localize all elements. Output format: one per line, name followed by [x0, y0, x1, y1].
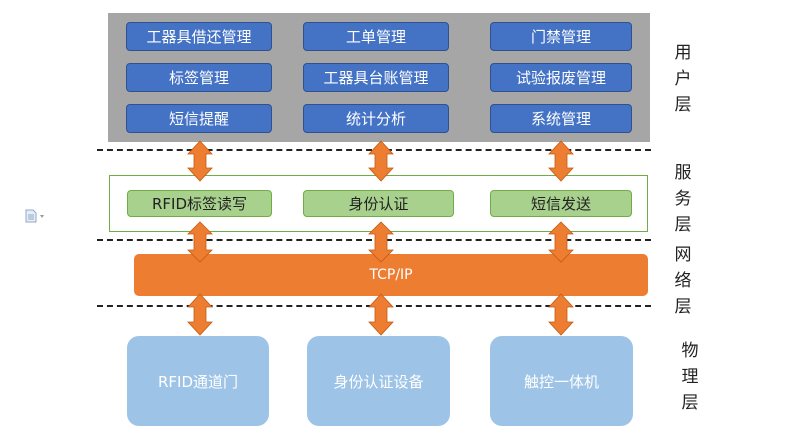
device-rfid-gate[interactable]: RFID通道门 [127, 336, 269, 426]
user-layer-label: 用户层 [674, 43, 692, 115]
user-module-statistics[interactable]: 统计分析 [303, 104, 449, 133]
layer-divider [97, 149, 651, 151]
service-sms-send[interactable]: 短信发送 [490, 190, 632, 217]
user-module-test-scrap[interactable]: 试验报废管理 [490, 63, 632, 92]
device-touch-terminal[interactable]: 触控一体机 [490, 336, 633, 426]
double-arrow-icon [187, 293, 213, 336]
device-identity-auth[interactable]: 身份认证设备 [307, 336, 450, 426]
layer-divider [97, 305, 651, 307]
user-layer-panel: 工器具借还管理 工单管理 门禁管理 标签管理 工器具台账管理 试验报废管理 短信… [108, 13, 650, 142]
user-module-work-order[interactable]: 工单管理 [303, 22, 449, 51]
service-rfid-read-write[interactable]: RFID标签读写 [127, 190, 272, 217]
service-identity-auth[interactable]: 身份认证 [303, 190, 454, 217]
physical-layer-label: 物理层 [681, 341, 699, 413]
service-layer-label: 服务层 [674, 163, 692, 235]
user-module-sms-reminder[interactable]: 短信提醒 [126, 104, 272, 133]
network-protocol-label: TCP/IP [369, 267, 413, 283]
user-module-access-control[interactable]: 门禁管理 [490, 22, 632, 51]
user-module-tag-management[interactable]: 标签管理 [126, 63, 272, 92]
network-layer-label: 网络层 [674, 245, 692, 317]
service-layer-panel: RFID标签读写 身份认证 短信发送 [109, 175, 648, 232]
user-module-system-management[interactable]: 系统管理 [490, 104, 632, 133]
user-module-tool-ledger[interactable]: 工器具台账管理 [303, 63, 449, 92]
network-protocol-bar: TCP/IP [134, 254, 648, 296]
double-arrow-icon [548, 293, 574, 336]
double-arrow-icon [368, 293, 394, 336]
document-icon[interactable] [24, 208, 54, 223]
user-module-tool-borrow-return[interactable]: 工器具借还管理 [126, 22, 272, 51]
layer-divider [97, 239, 651, 241]
